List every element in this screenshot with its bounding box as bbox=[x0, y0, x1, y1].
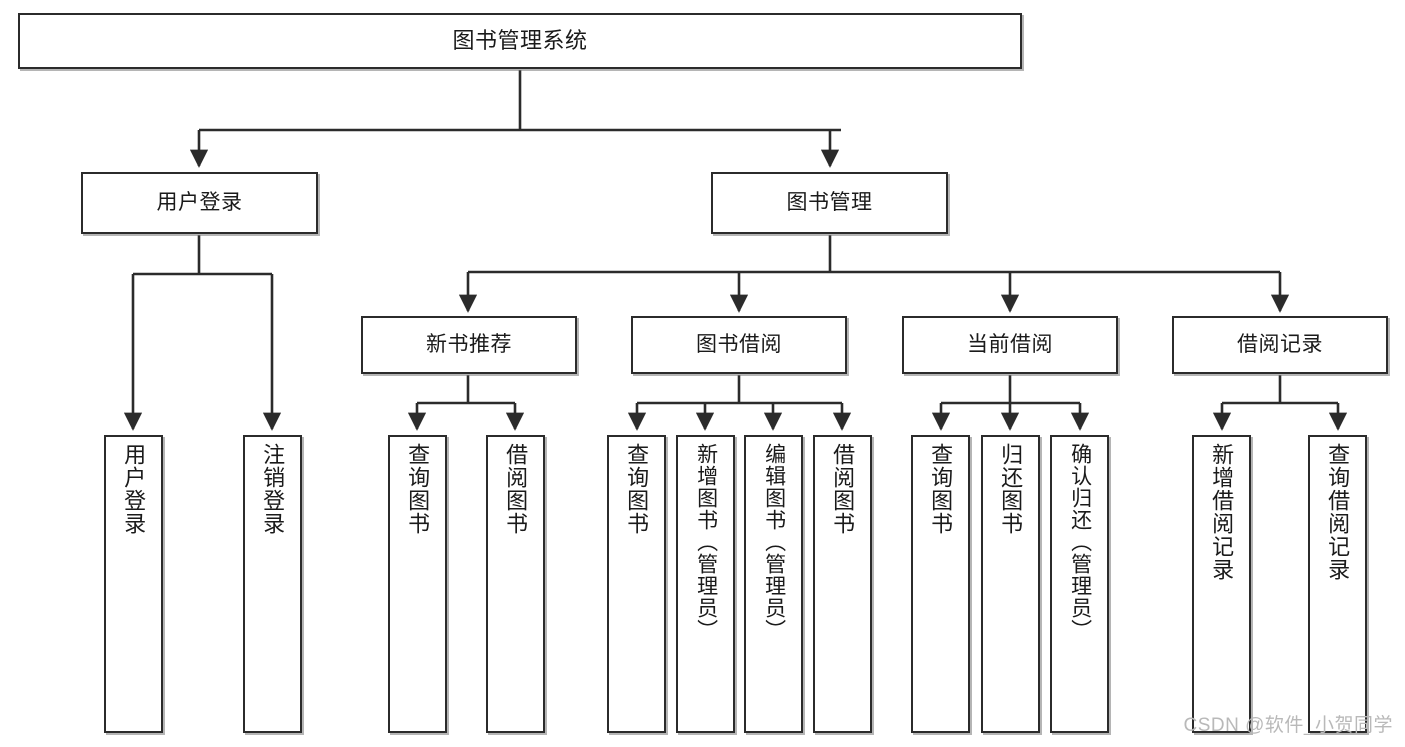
leaf-edit-book[interactable]: 编辑图书（管理员） bbox=[744, 435, 803, 733]
leaf-return-book[interactable]: 归还图书 bbox=[981, 435, 1040, 733]
node-book-borrow-label: 图书借阅 bbox=[696, 332, 782, 356]
leaf-query-book-2-label: 查询图书 bbox=[624, 443, 650, 535]
node-current-borrow[interactable]: 当前借阅 bbox=[902, 316, 1118, 374]
node-book-manage[interactable]: 图书管理 bbox=[711, 172, 948, 234]
node-root[interactable]: 图书管理系统 bbox=[18, 13, 1022, 69]
leaf-add-borrow-record[interactable]: 新增借阅记录 bbox=[1192, 435, 1251, 733]
leaf-add-borrow-record-label: 新增借阅记录 bbox=[1209, 443, 1235, 581]
leaf-query-book-1-label: 查询图书 bbox=[405, 443, 431, 535]
node-user-login-label: 用户登录 bbox=[156, 190, 243, 214]
leaf-user-login-label: 用户登录 bbox=[121, 443, 147, 535]
leaf-user-login[interactable]: 用户登录 bbox=[104, 435, 163, 733]
node-root-label: 图书管理系统 bbox=[452, 28, 588, 54]
leaf-borrow-book-2-label: 借阅图书 bbox=[830, 443, 856, 535]
leaf-edit-book-label: 编辑图书（管理员） bbox=[762, 443, 786, 641]
leaf-borrow-book-1-label: 借阅图书 bbox=[503, 443, 529, 535]
node-borrow-record[interactable]: 借阅记录 bbox=[1172, 316, 1388, 374]
node-borrow-record-label: 借阅记录 bbox=[1237, 332, 1323, 356]
node-new-book-recommend[interactable]: 新书推荐 bbox=[361, 316, 577, 374]
node-book-manage-label: 图书管理 bbox=[786, 190, 873, 214]
leaf-add-book[interactable]: 新增图书（管理员） bbox=[676, 435, 735, 733]
leaf-query-book-1[interactable]: 查询图书 bbox=[388, 435, 447, 733]
node-current-borrow-label: 当前借阅 bbox=[967, 332, 1053, 356]
leaf-query-book-3-label: 查询图书 bbox=[928, 443, 954, 535]
leaf-query-borrow-record-label: 查询借阅记录 bbox=[1325, 443, 1351, 581]
node-user-login[interactable]: 用户登录 bbox=[81, 172, 318, 234]
node-new-book-recommend-label: 新书推荐 bbox=[426, 332, 512, 356]
leaf-confirm-return[interactable]: 确认归还（管理员） bbox=[1050, 435, 1109, 733]
leaf-query-book-2[interactable]: 查询图书 bbox=[607, 435, 666, 733]
leaf-query-book-3[interactable]: 查询图书 bbox=[911, 435, 970, 733]
leaf-logout-login-label: 注销登录 bbox=[260, 443, 286, 535]
leaf-query-borrow-record[interactable]: 查询借阅记录 bbox=[1308, 435, 1367, 733]
leaf-borrow-book-2[interactable]: 借阅图书 bbox=[813, 435, 872, 733]
csdn-watermark: CSDN @软件_小贺同学 bbox=[1183, 715, 1393, 736]
leaf-borrow-book-1[interactable]: 借阅图书 bbox=[486, 435, 545, 733]
node-book-borrow[interactable]: 图书借阅 bbox=[631, 316, 847, 374]
leaf-return-book-label: 归还图书 bbox=[998, 443, 1024, 535]
leaf-add-book-label: 新增图书（管理员） bbox=[694, 443, 718, 641]
leaf-confirm-return-label: 确认归还（管理员） bbox=[1068, 443, 1092, 641]
leaf-logout-login[interactable]: 注销登录 bbox=[243, 435, 302, 733]
